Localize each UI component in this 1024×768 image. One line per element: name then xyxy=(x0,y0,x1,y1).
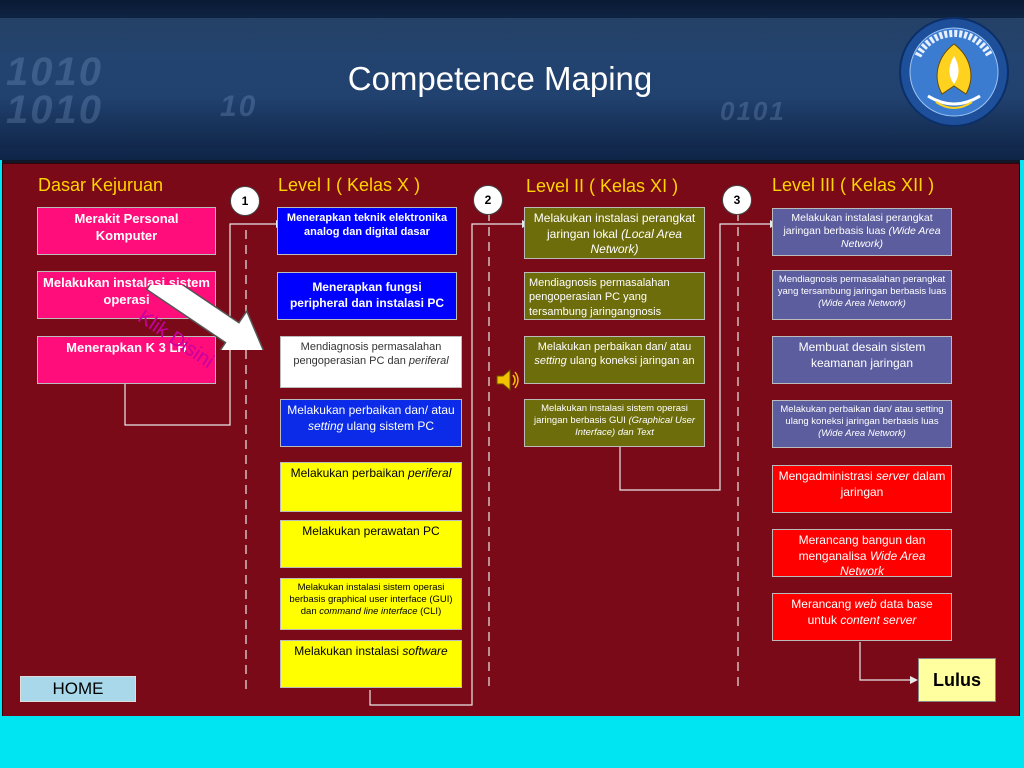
dasar-label: Menerapkan K 3 LH xyxy=(66,340,187,355)
level2-box[interactable]: Melakukan instalasi sistem operasi jarin… xyxy=(524,399,705,447)
level1-label: Melakukan instalasi sistem operasi berba… xyxy=(289,582,453,617)
level3-label: Merancang web data base untuk content se… xyxy=(791,597,933,627)
level3-label: Mengadministrasi server dalam jaringan xyxy=(778,469,946,499)
level3-label: Melakukan instalasi perangkat jaringan b… xyxy=(783,212,941,251)
level1-label: Menerapkan fungsi peripheral dan instala… xyxy=(289,280,445,310)
badge-1: 1 xyxy=(230,186,260,216)
dasar-label: Merakit Personal Komputer xyxy=(74,211,179,243)
decor-binary: 0101 xyxy=(720,96,786,126)
klik-disini-arrow[interactable] xyxy=(137,285,282,350)
level3-box[interactable]: Mendiagnosis permasalahan perangkat yang… xyxy=(772,270,952,320)
header-band xyxy=(0,18,1024,148)
column-heading-level1: Level I ( Kelas X ) xyxy=(278,175,421,195)
slide-title: Competence Maping xyxy=(347,60,653,97)
level1-box[interactable]: Melakukan instalasi software xyxy=(280,640,462,688)
bottom-strip xyxy=(0,716,1024,768)
level1-label: Melakukan instalasi software xyxy=(294,644,448,658)
level1-label: Melakukan perbaikan dan/ atau setting ul… xyxy=(287,403,455,433)
speaker-icon[interactable] xyxy=(494,365,520,395)
home-button[interactable]: HOME xyxy=(20,676,136,702)
level3-box[interactable]: Merancang web data base untuk content se… xyxy=(772,593,952,641)
level3-box[interactable]: Membuat desain sistem keamanan jaringan xyxy=(772,336,952,384)
column-heading-level2: Level II ( Kelas XI ) xyxy=(526,176,679,196)
level2-box[interactable]: Melakukan perbaikan dan/ atau setting ul… xyxy=(524,336,705,384)
level2-label: Melakukan instalasi sistem operasi jarin… xyxy=(533,403,696,438)
level2-label: Melakukan instalasi perangkat jaringan l… xyxy=(533,211,696,257)
level1-box[interactable]: Melakukan perbaikan periferal xyxy=(280,462,462,512)
level3-label: Melakukan perbaikan dan/ atau setting ul… xyxy=(780,404,944,439)
decor-binary: 10 xyxy=(220,90,258,123)
badge-3: 3 xyxy=(722,185,752,215)
column-heading-dasar: Dasar Kejuruan xyxy=(38,175,164,195)
badge-2: 2 xyxy=(473,185,503,215)
level2-label: Mendiagnosis permasalahan pengoperasian … xyxy=(529,277,670,318)
level1-box[interactable]: Menerapkan fungsi peripheral dan instala… xyxy=(277,272,457,320)
level3-label: Merancang bangun dan menganalisa Wide Ar… xyxy=(798,533,926,577)
level3-box[interactable]: Mengadministrasi server dalam jaringan xyxy=(772,465,952,513)
level1-label: Mendiagnosis permasalahan pengoperasian … xyxy=(293,341,449,368)
logo-tut-wuri-handayani-icon xyxy=(899,17,1009,127)
level3-box[interactable]: Melakukan perbaikan dan/ atau setting ul… xyxy=(772,400,952,448)
level3-label: Mendiagnosis permasalahan perangkat yang… xyxy=(777,274,947,309)
level1-box[interactable]: Menerapkan teknik elektronika analog dan… xyxy=(277,207,457,255)
level1-box[interactable]: Mendiagnosis permasalahan pengoperasian … xyxy=(280,336,462,388)
decor-binary: 1010 xyxy=(6,88,103,132)
level2-label: Melakukan perbaikan dan/ atau setting ul… xyxy=(534,341,695,368)
level1-box[interactable]: Melakukan instalasi sistem operasi berba… xyxy=(280,578,462,630)
dasar-box[interactable]: Merakit Personal Komputer xyxy=(37,207,216,255)
column-heading-level3: Level III ( Kelas XII ) xyxy=(772,175,935,195)
level1-box[interactable]: Melakukan perawatan PC xyxy=(280,520,462,568)
level1-label: Melakukan perawatan PC xyxy=(302,524,440,538)
level1-box[interactable]: Melakukan perbaikan dan/ atau setting ul… xyxy=(280,399,462,447)
decor-binary: 1010 xyxy=(6,50,103,94)
lulus-box[interactable]: Lulus xyxy=(918,658,996,702)
level2-box[interactable]: Mendiagnosis permasalahan pengoperasian … xyxy=(524,272,705,320)
level3-box[interactable]: Melakukan instalasi perangkat jaringan b… xyxy=(772,208,952,256)
level2-box[interactable]: Melakukan instalasi perangkat jaringan l… xyxy=(524,207,705,259)
level3-box[interactable]: Merancang bangun dan menganalisa Wide Ar… xyxy=(772,529,952,577)
level1-label: Melakukan perbaikan periferal xyxy=(290,466,452,480)
dasar-box[interactable]: Menerapkan K 3 LH xyxy=(37,336,216,384)
level3-label: Membuat desain sistem keamanan jaringan xyxy=(798,340,926,370)
header-banner: 1010 1010 10 0101 Competence Maping xyxy=(0,0,1024,160)
level1-label: Menerapkan teknik elektronika analog dan… xyxy=(286,212,448,239)
